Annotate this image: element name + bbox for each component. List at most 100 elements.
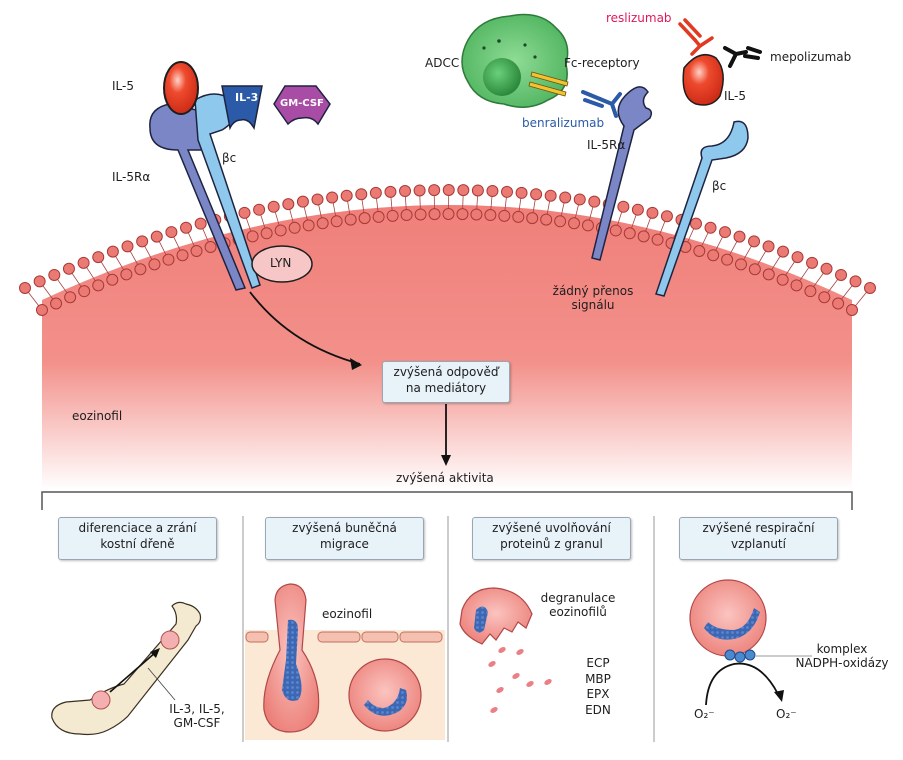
lipid-head (818, 291, 831, 304)
lipid-head (456, 208, 469, 221)
lipid-head (358, 212, 371, 225)
lipid-head (470, 208, 483, 221)
lipid-head (194, 217, 207, 230)
lipid-head (246, 230, 259, 243)
lipid-head (617, 200, 630, 213)
lipid-head (106, 245, 119, 258)
lipid-head (399, 185, 412, 198)
lipid-head (400, 209, 413, 222)
lipid-head (719, 226, 732, 239)
lipid-head (369, 186, 382, 199)
lipid-head (457, 184, 470, 197)
panel-title-respiratory-burst: zvýšené respirační vzplanutí (679, 517, 838, 560)
lipid-head (530, 188, 543, 201)
lipid-head (282, 198, 295, 211)
granule (496, 687, 504, 693)
degranulation-illustration (459, 587, 552, 713)
lipid-head (136, 235, 149, 248)
lipid-head (253, 203, 266, 216)
lipid-head (631, 203, 644, 216)
il5-right-label: IL-5 (724, 89, 746, 103)
lipid-head (260, 227, 273, 240)
lyn-kinase (251, 245, 313, 283)
lipid-head (92, 279, 105, 292)
lipid-head (78, 285, 91, 298)
granule (544, 679, 552, 685)
reslizumab-antibody (678, 18, 714, 56)
lipid-head (267, 200, 280, 213)
lipid-head (238, 206, 251, 219)
cell-membrane (19, 184, 876, 316)
nadph-oxidase-label: komplex NADPH-oxidázy (795, 642, 889, 670)
beta-c-chain-right (655, 120, 749, 297)
il5-label: IL-5 (112, 79, 134, 93)
lipid-head (559, 191, 572, 204)
lipid-head (384, 185, 397, 198)
lipid-head (92, 251, 105, 264)
granule (526, 681, 534, 687)
benralizumab-antibody (581, 90, 622, 118)
lipid-head (386, 209, 399, 222)
lipid-head (544, 189, 557, 202)
il3-label: IL-3 (235, 91, 259, 104)
lipid-head (302, 219, 315, 232)
granule (490, 707, 498, 713)
lipid-head (442, 208, 455, 220)
lipid-head (791, 251, 804, 264)
lipid-head (846, 304, 858, 316)
lipid-head (733, 230, 746, 243)
nk-cell (461, 13, 569, 108)
granule (498, 647, 506, 653)
panel-title-bone-marrow: diferenciace a zrání kostní dřeně (58, 517, 217, 560)
lipid-head (623, 227, 636, 240)
lipid-head (204, 240, 217, 253)
lipid-head (660, 210, 673, 223)
lipid-head (820, 262, 833, 275)
lipid-head (762, 268, 775, 281)
lipid-head (413, 184, 426, 197)
degranulation-label: degranulace eozinofilů (540, 591, 616, 619)
il5-ligand (163, 61, 199, 115)
lipid-head (554, 215, 567, 228)
lipid-head (330, 215, 343, 228)
lipid-head (190, 244, 203, 257)
lipid-head (512, 210, 525, 223)
il5r-alpha-chain-right (591, 86, 653, 261)
lipid-head (515, 186, 528, 199)
panel-bracket (41, 491, 853, 510)
il5-receptor-complex-left (149, 61, 362, 370)
lipid-head (721, 253, 734, 266)
lipid-head (48, 268, 61, 281)
lipid-head (748, 235, 761, 248)
eosinophil-label: eozinofil (72, 409, 123, 423)
lipid-head (588, 195, 601, 208)
lipid-head (134, 263, 147, 276)
migration-illustration (245, 583, 445, 740)
lipid-head (316, 217, 329, 230)
lipid-head (707, 249, 720, 262)
lipid-head (471, 184, 484, 197)
granule (516, 649, 524, 655)
lipid-head (776, 273, 789, 286)
migration-eosinophil-label: eozinofil (322, 607, 373, 621)
lipid-head (748, 263, 761, 276)
lipid-head (501, 185, 514, 198)
lipid-head (704, 221, 717, 234)
il3-ligand (221, 85, 263, 131)
lipid-head (50, 297, 63, 310)
fc-receptors (528, 71, 569, 97)
adcc-label: ADCC (425, 56, 460, 70)
eosinophil-cytoplasm (42, 205, 852, 490)
lipid-head (148, 258, 161, 271)
beta-c-label: βc (222, 151, 237, 165)
lipid-head (274, 224, 287, 237)
benralizumab-label: benralizumab (522, 116, 605, 130)
lipid-head (864, 282, 876, 294)
no-signal-label: žádný přenos signálu (552, 284, 634, 312)
superoxide-right-label: O₂⁻ (776, 707, 797, 721)
lipid-head (790, 279, 803, 292)
lipid-head (355, 188, 368, 201)
lipid-head (581, 219, 594, 232)
lipid-head (176, 249, 189, 262)
